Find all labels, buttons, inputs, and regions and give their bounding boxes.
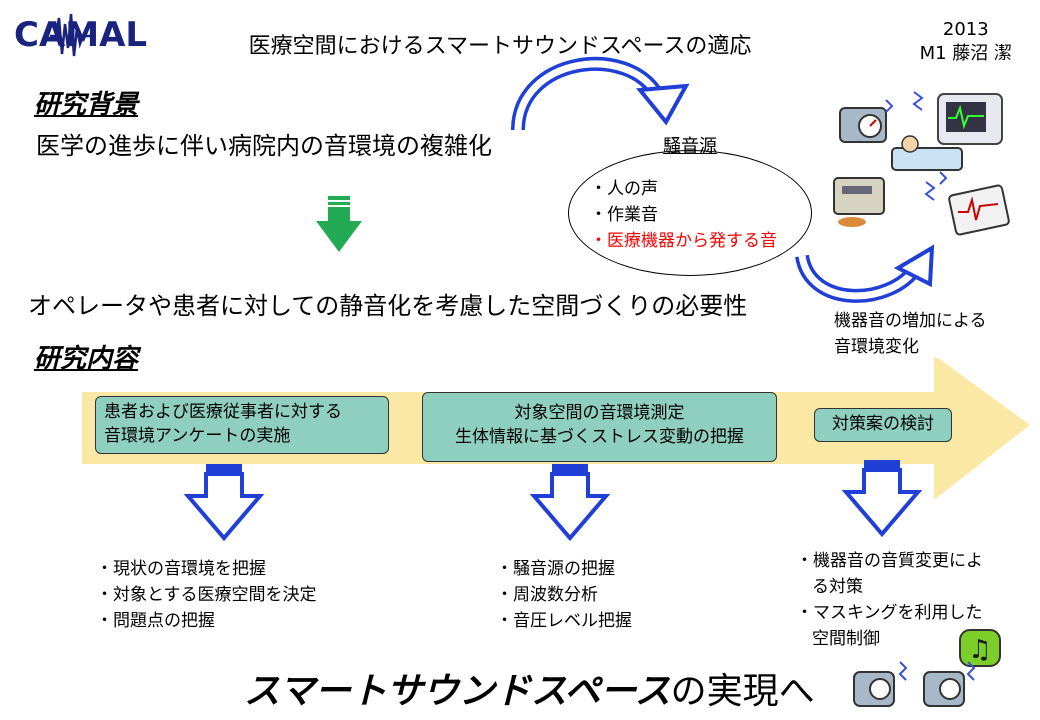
background-statement: 医学の進歩に伴い病院内の音環境の複雑化 [36, 132, 492, 160]
step-measure-box: 対象空間の音環境測定 生体情報に基づくストレス変動の把握 [422, 392, 777, 462]
noise-item-work: ・作業音 [590, 205, 658, 225]
list-item-cont: る対策 [812, 577, 863, 597]
step-survey-box: 患者および医療従事者に対する 音環境アンケートの実施 [95, 396, 389, 454]
step-survey-line-1: 患者および医療従事者に対する [104, 402, 342, 422]
annotation-line-2: 音環境変化 [834, 337, 919, 357]
noise-item-voice: ・人の声 [590, 179, 658, 199]
background-heading: 研究背景 [34, 90, 139, 120]
author-info: 2013 M1 藤沼 潔 [920, 18, 1012, 66]
list-item: ・周波数分析 [496, 585, 598, 605]
list-item: ・問題点の把握 [96, 611, 215, 631]
results-countermeasure-list: ・機器音の音質変更によ る対策 ・マスキングを利用した 空間制御 [796, 548, 983, 652]
noise-source-ellipse [568, 150, 812, 276]
blue-down-arrow-1 [183, 464, 265, 542]
footer-equipment-icon [853, 661, 976, 707]
list-item: ・対象とする医療空間を決定 [96, 585, 317, 605]
list-item: ・音圧レベル把握 [496, 611, 632, 631]
list-item-cont: 空間制御 [812, 629, 880, 649]
footer-emphasis: スマートサウンドスペース [244, 671, 671, 712]
step-countermeasure-box: 対策案の検討 [814, 408, 952, 442]
svg-text:♫: ♫ [968, 635, 991, 665]
step-survey-line-2: 音環境アンケートの実施 [104, 426, 291, 446]
list-item: ・騒音源の把握 [496, 559, 615, 579]
step-measure-line-1: 対象空間の音環境測定 [514, 403, 685, 423]
results-survey-list: ・現状の音環境を把握 ・対象とする医療空間を決定 ・問題点の把握 [96, 556, 317, 634]
results-measure-list: ・騒音源の把握 ・周波数分析 ・音圧レベル把握 [496, 556, 632, 634]
equipment-noise-annotation: 機器音の増加による 音環境変化 [834, 308, 987, 360]
annotation-line-1: 機器音の増加による [834, 311, 987, 331]
step-measure-line-2: 生体情報に基づくストレス変動の把握 [455, 427, 744, 447]
year-label: 2013 [942, 19, 989, 40]
curved-arrow-to-noise [511, 57, 690, 131]
logo-waveform [50, 13, 92, 57]
green-down-arrow [316, 196, 362, 252]
list-item: ・現状の音環境を把握 [96, 559, 266, 579]
content-heading: 研究内容 [34, 344, 139, 374]
author-label: M1 藤沼 潔 [919, 43, 1012, 64]
curved-arrow-to-equipment [795, 244, 935, 303]
list-item: ・マスキングを利用した [796, 603, 983, 623]
blue-down-arrow-3 [841, 460, 923, 538]
background-conclusion: オペレータや患者に対しての静音化を考慮した空間づくりの必要性 [28, 292, 748, 320]
camal-logo: CAMAL [10, 10, 147, 60]
footer-suffix: の実現へ [670, 671, 815, 712]
music-note-icon: ♫ [959, 629, 1001, 667]
blue-down-arrow-2 [529, 464, 611, 542]
logo-text: CAMAL [14, 15, 147, 55]
page-title: 医療空間におけるスマートサウンドスペースの適応 [248, 34, 752, 59]
list-item: ・機器音の音質変更によ [796, 551, 983, 571]
medical-equipment-icon [833, 91, 1010, 236]
footer-statement: スマートサウンドスペースの実現へ [244, 662, 815, 714]
noise-item-equipment: ・医療機器から発する音 [590, 231, 777, 251]
